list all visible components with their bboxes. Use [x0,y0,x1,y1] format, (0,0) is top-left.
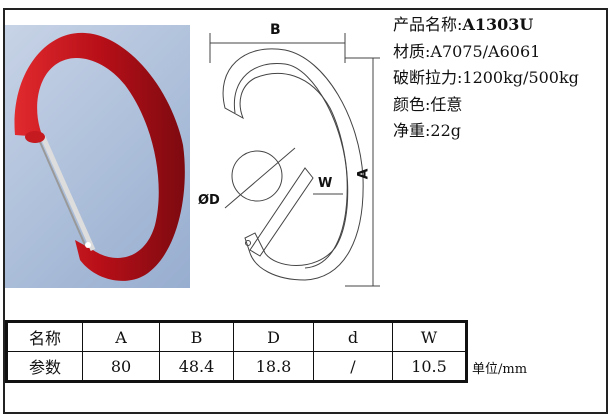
unit-label: 单位/mm [472,362,528,377]
spec-material: 材质:A7075/A6061 [393,41,541,61]
table-cell: d [313,321,393,352]
spec-color: 颜色:任意 [393,94,463,114]
technical-drawing: B A ØD W [195,18,385,293]
product-name-value: A1303U [462,15,534,34]
product-name-label: 产品名称: [393,15,463,34]
table-cell: D [233,321,314,352]
spec-weight: 净重:22g [393,121,461,140]
table-cell: 48.4 [159,351,234,382]
spec-strength: 破断拉力:1200kg/500kg [393,68,579,87]
dimension-d-label: ØD [198,193,220,208]
dimension-b-label: B [270,22,281,38]
table-cell: W [392,321,467,352]
table-cell: B [159,321,234,352]
table-cell: 80 [82,351,160,382]
spec-product-name: 产品名称:A1303U [393,12,579,39]
dimension-a-label: A [355,168,372,180]
product-photo [5,25,190,288]
product-specs: 产品名称:A1303U 材质:A7075/A6061 破断拉力:1200kg/5… [393,12,579,145]
table-cell: A [82,321,160,352]
table-cell: 参数 [6,351,83,382]
table-cell: 10.5 [392,351,467,382]
table-cell: / [313,351,393,382]
table-cell: 18.8 [233,351,314,382]
table-row: 参数 80 48.4 18.8 / 10.5 [6,351,467,382]
table-cell: 名称 [6,321,83,352]
dimension-w-label: W [318,176,333,191]
table-header-row: 名称 A B D d W [6,321,467,352]
page-frame [3,8,608,414]
dimension-table: 名称 A B D d W 参数 80 48.4 18.8 / 10.5 [5,320,468,383]
